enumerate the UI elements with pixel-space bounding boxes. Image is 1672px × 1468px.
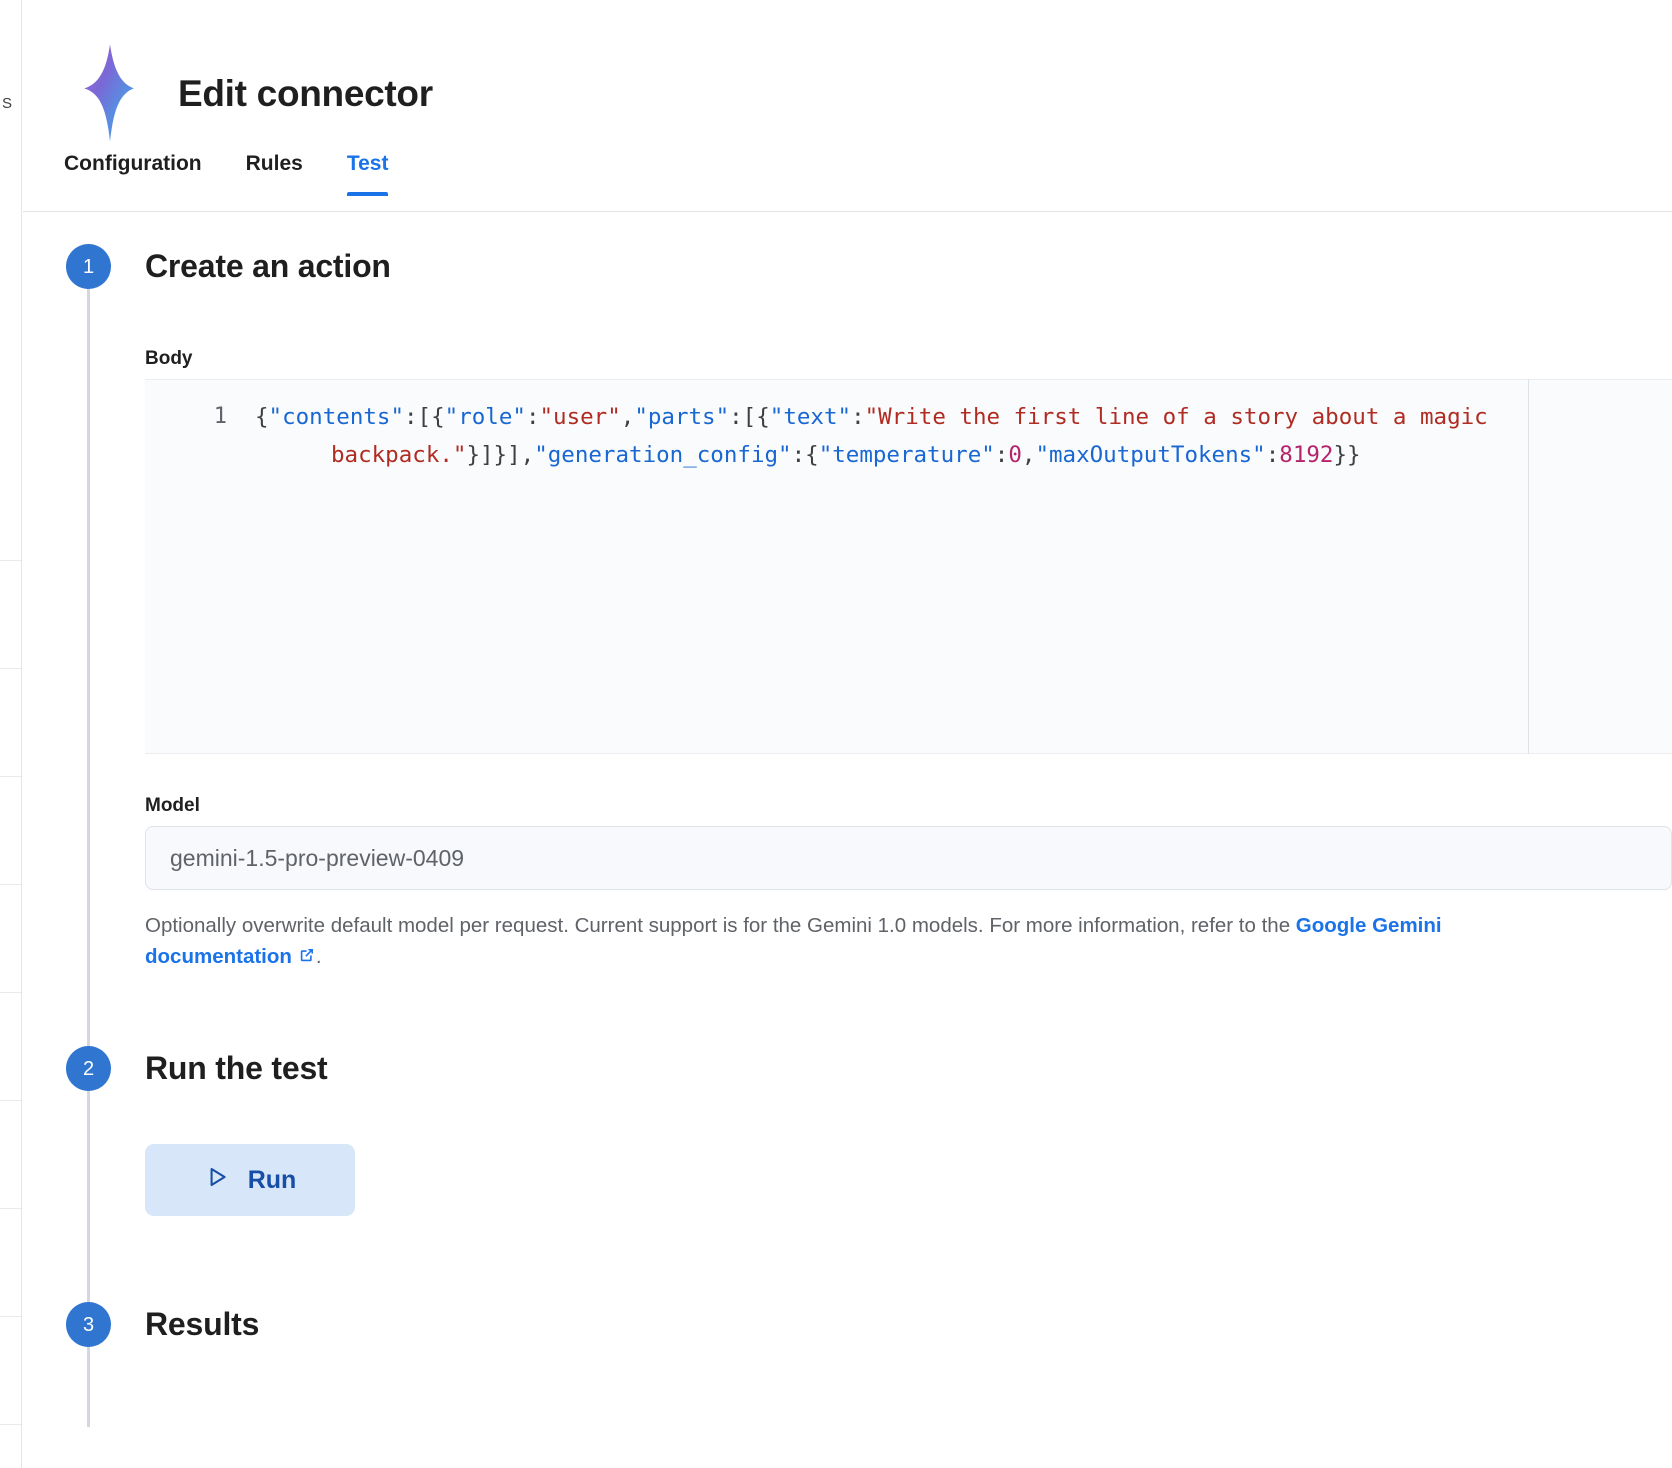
step-badge-1: 1 xyxy=(66,244,111,289)
background-row-divider xyxy=(0,668,21,669)
tab-test[interactable]: Test xyxy=(325,152,411,196)
background-row-divider xyxy=(0,560,21,561)
code-token: : xyxy=(525,404,540,430)
step-title-2: Run the test xyxy=(145,1050,328,1086)
code-token: :[{ xyxy=(729,404,770,430)
code-token: "generation_config" xyxy=(534,442,792,468)
code-token: "text" xyxy=(769,404,852,430)
background-row-divider xyxy=(0,1316,21,1317)
code-token: : xyxy=(1265,442,1280,468)
model-helper-text-before: Optionally overwrite default model per r… xyxy=(145,914,1296,937)
body-field-label: Body xyxy=(145,348,193,369)
code-token: : xyxy=(994,442,1009,468)
model-helper-text-after: . xyxy=(315,945,322,968)
external-link-icon xyxy=(297,943,316,974)
background-row-divider xyxy=(0,1208,21,1209)
step-run-the-test: 2 Run the test Run xyxy=(23,1034,1672,1294)
background-row-divider xyxy=(0,992,21,993)
panel-header: Edit connector Configuration Rules Test xyxy=(23,0,1672,212)
code-token: , xyxy=(1021,442,1036,468)
background-page-clipped-text: S xyxy=(2,95,13,112)
body-code-editor[interactable]: 1 {"contents":[{"role":"user","parts":[{… xyxy=(145,379,1672,754)
background-row-divider xyxy=(0,884,21,885)
step-results: 3 Results xyxy=(23,1290,1672,1430)
run-button-label: Run xyxy=(247,1165,297,1194)
tab-configuration[interactable]: Configuration xyxy=(64,152,224,196)
code-token: :{ xyxy=(791,442,819,468)
code-line-number: 1 xyxy=(213,404,227,429)
code-token: "parts" xyxy=(634,404,730,430)
code-token: }} xyxy=(1333,442,1361,468)
background-row-divider xyxy=(0,1100,21,1101)
code-editor-divider xyxy=(1528,379,1529,754)
step-title-1: Create an action xyxy=(145,248,391,284)
panel-title-row: Edit connector xyxy=(64,42,433,144)
code-token: 8192 xyxy=(1279,442,1334,468)
edit-connector-panel: Edit connector Configuration Rules Test … xyxy=(23,0,1672,1468)
code-token: "user" xyxy=(539,404,621,430)
code-token: 0 xyxy=(1008,442,1022,468)
background-row-divider xyxy=(0,776,21,777)
code-token: }]}], xyxy=(466,442,535,468)
google-gemini-documentation-link[interactable]: Google Gemini documentation xyxy=(145,914,1442,968)
step-badge-2: 2 xyxy=(66,1046,111,1091)
step-title-3: Results xyxy=(145,1306,260,1342)
panel-tabs: Configuration Rules Test xyxy=(64,152,410,196)
page-title: Edit connector xyxy=(178,72,433,114)
code-token: "Write the first line of a story about a… xyxy=(331,404,1502,468)
link-label: Google Gemini documentation xyxy=(145,914,1442,968)
code-token: "contents" xyxy=(268,404,405,430)
code-token: : xyxy=(851,404,865,430)
code-token: { xyxy=(255,404,269,430)
background-row-divider xyxy=(0,1424,21,1425)
run-button[interactable]: Run xyxy=(145,1144,355,1216)
gemini-spark-icon xyxy=(64,42,156,144)
code-content[interactable]: {"contents":[{"role":"user","parts":[{"t… xyxy=(255,398,1672,474)
model-helper-text: Optionally overwrite default model per r… xyxy=(145,910,1545,974)
step-badge-3: 3 xyxy=(66,1302,111,1347)
code-token: "temperature" xyxy=(818,442,995,468)
model-field-label: Model xyxy=(145,795,200,816)
code-token: "maxOutputTokens" xyxy=(1035,442,1266,468)
play-triangle-icon xyxy=(204,1164,230,1197)
background-page-gutter: S xyxy=(0,0,22,1468)
stepper-rail xyxy=(87,262,90,1427)
model-input[interactable] xyxy=(145,826,1672,890)
code-token: , xyxy=(620,404,635,430)
tab-rules[interactable]: Rules xyxy=(224,152,325,196)
header-divider xyxy=(23,211,1672,212)
step-create-an-action: 1 Create an action Body 1 {"contents":[{… xyxy=(23,230,1672,990)
test-stepper: 1 Create an action Body 1 {"contents":[{… xyxy=(23,212,1672,1468)
code-token: "role" xyxy=(444,404,526,430)
code-token: :[{ xyxy=(404,404,445,430)
